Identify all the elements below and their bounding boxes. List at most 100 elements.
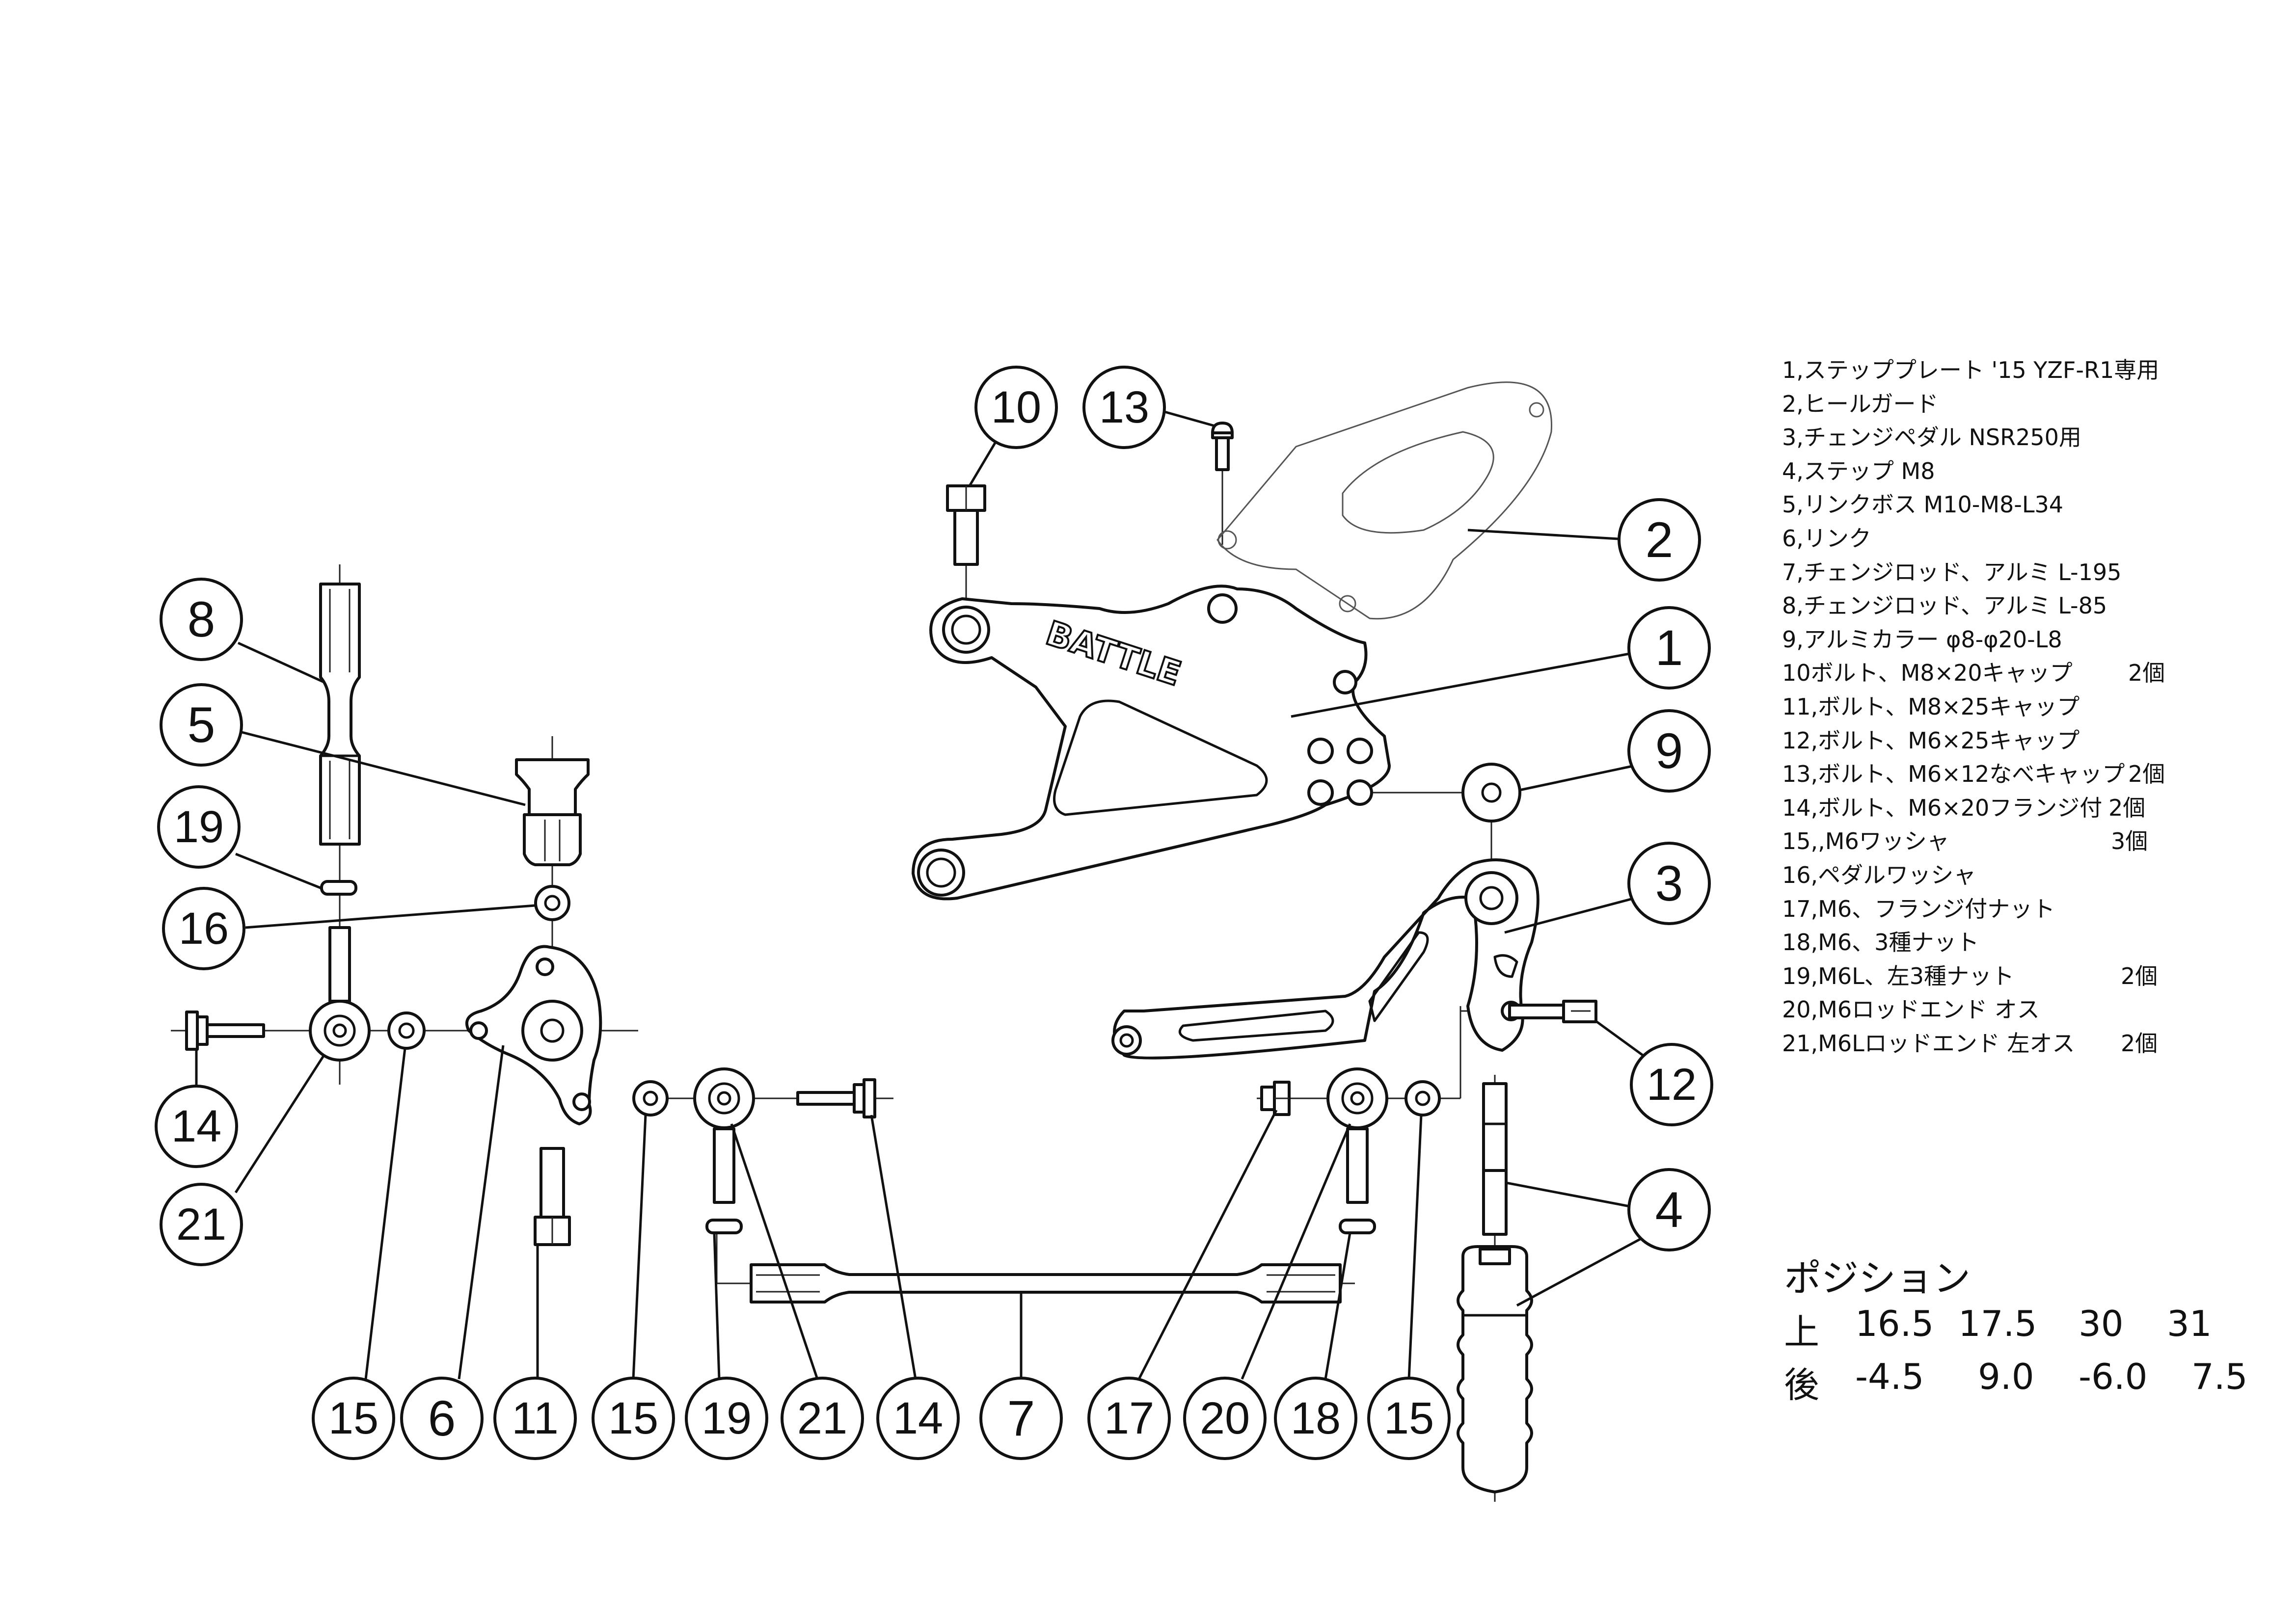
center-lines [171,427,1586,1502]
parts-list-item-7: 7,チェンジロッド、アルミ L-195 [1782,559,2122,585]
callout-9: 9 [1627,709,1711,793]
svg-text:5: 5 [188,697,216,753]
pan-head-bolt-part-13 [1211,422,1234,471]
collar-part-9 [1461,763,1521,823]
svg-text:14: 14 [171,1101,221,1151]
nut-part-19-left [320,880,357,896]
callout-1: 1 [1627,606,1711,690]
nut-part-18 [1339,1219,1376,1234]
quantity: 2個 [2128,660,2165,687]
svg-text:16: 16 [179,904,229,954]
callout-2: 2 [1618,498,1701,582]
position-row-upper: 上 16.5 17.5 30 31 [1784,1303,2212,1356]
svg-text:3: 3 [1655,855,1683,911]
cap-bolt-part-12 [1508,1000,1597,1023]
position-value: 30 [2079,1303,2124,1344]
callout-12: 12 [1630,1043,1713,1126]
parts-list-item-20: 20,M6ロッドエンド オス [1782,996,2040,1023]
callout-18: 18 [1274,1377,1357,1460]
flange-bolt-part-14-middle [796,1078,876,1118]
parts-list-item-6: 6,リンク [1782,525,1871,552]
position-row-rear: 後 -4.5 9.0 -6.0 7.5 [1784,1356,2248,1409]
position-value: -4.5 [1855,1356,1924,1397]
svg-text:11: 11 [512,1393,559,1443]
callout-3: 3 [1627,842,1711,925]
pedal-washer-part-16 [534,885,570,921]
svg-text:7: 7 [1007,1390,1035,1446]
position-row-label: 上 [1784,1311,1820,1353]
nut-part-19-middle [705,1219,743,1234]
quantity: 2個 [2121,962,2158,989]
callout-20: 20 [1183,1377,1267,1460]
svg-text:8: 8 [188,591,216,647]
cap-bolt-part-10 [946,484,986,566]
parts-list-item-11: 11,ボルト、M8×25キャップ [1782,693,2080,720]
parts-list-item-5: 5,リンクボス M10-M8-L34 [1782,491,2064,518]
quantity: 2個 [2128,761,2165,788]
svg-text:6: 6 [428,1390,456,1446]
svg-text:13: 13 [1099,382,1149,432]
rod-end-part-21-left [309,926,371,1062]
washer-part-15-right [1405,1080,1441,1117]
svg-text:10: 10 [991,382,1041,432]
quantity: 2個 [2121,1030,2158,1057]
link-boss-part-5 [515,758,590,866]
parts-list-item-17: 17,M6、フランジ付ナット [1782,895,2055,922]
quantity: 2個 [2108,794,2146,821]
callout-13: 13 [1082,366,1166,449]
flange-nut-part-17 [1260,1081,1291,1116]
callout-17: 17 [1087,1377,1171,1460]
parts-list-item-3: 3,チェンジペダル NSR250用 [1782,424,2081,451]
parts-list-item-18: 18,M6、3種ナット [1782,929,1979,956]
position-value: 7.5 [2191,1356,2248,1397]
parts-list-item-16: 16,ペダルワッシャ [1782,861,1976,888]
svg-text:15: 15 [608,1393,658,1443]
callout-15-a: 15 [312,1377,395,1460]
svg-text:18: 18 [1291,1393,1341,1443]
svg-text:1: 1 [1655,620,1683,676]
callout-7: 7 [979,1377,1063,1460]
callout-14: 14 [155,1085,238,1168]
link-part-6 [465,945,602,1125]
position-value: 31 [2167,1303,2212,1344]
callout-19-b: 19 [685,1377,768,1460]
svg-text:14: 14 [893,1393,943,1443]
rod-end-part-21-middle [693,1067,755,1204]
svg-text:21: 21 [176,1199,226,1250]
washer-part-15-middle [632,1080,669,1117]
parts-list-item-9: 9,アルミカラー φ8-φ20-L8 [1782,626,2062,653]
svg-text:19: 19 [702,1393,752,1443]
washer-part-15-left [387,1011,426,1050]
parts-list: 1,ステッププレート '15 YZF-R1専用 2,ヒールガード 3,チェンジペ… [1782,353,2273,1060]
callout-5: 5 [160,683,243,767]
position-row-label: 後 [1784,1364,1820,1406]
rod-end-part-20 [1326,1067,1388,1204]
svg-text:2: 2 [1646,512,1674,568]
flange-bolt-part-14-left [185,1011,265,1051]
callout-15-b: 15 [592,1377,675,1460]
position-value: 9.0 [1978,1356,2034,1397]
callout-21: 21 [160,1183,243,1266]
svg-text:17: 17 [1104,1393,1154,1443]
parts-list-item-12: 12,ボルト、M6×25キャップ [1782,727,2080,754]
position-value: 17.5 [1958,1303,2037,1344]
position-value: -6.0 [2079,1356,2148,1397]
callout-16: 16 [162,887,245,970]
cap-bolt-part-11 [534,1147,571,1246]
svg-text:15: 15 [328,1393,378,1443]
parts-list-item-8: 8,チェンジロッド、アルミ L-85 [1782,592,2107,619]
callout-4: 4 [1627,1168,1711,1251]
parts-list-item-2: 2,ヒールガード [1782,390,1939,417]
svg-text:12: 12 [1647,1060,1697,1110]
callout-14-b: 14 [876,1377,960,1460]
position-value: 16.5 [1855,1303,1934,1344]
svg-text:19: 19 [174,802,224,852]
step-plate-part-1: BATTLE [912,585,1391,901]
short-rod-part-8 [319,583,361,846]
footstep-part-4 [1457,1082,1533,1493]
callout-19: 19 [157,785,241,869]
callout-10: 10 [974,366,1058,449]
